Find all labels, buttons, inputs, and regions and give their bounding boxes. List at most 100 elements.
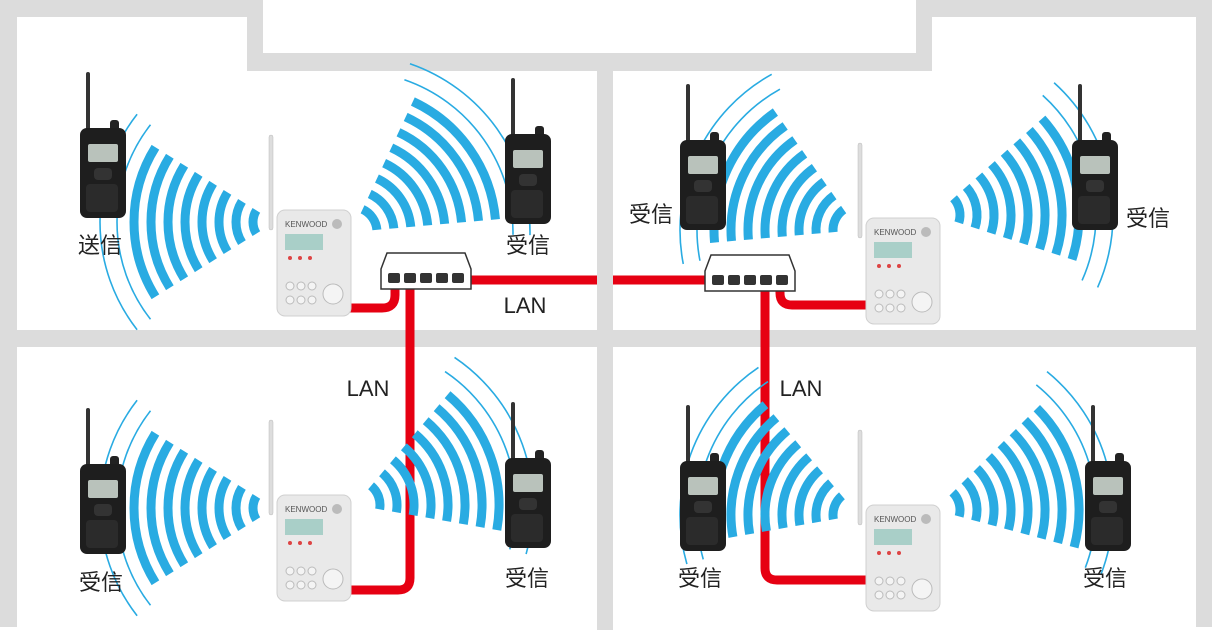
lan-cables [350,275,868,595]
radio-display [513,150,543,168]
ethernet-port [420,273,432,283]
radio-wave-arc [433,404,487,528]
repeater-main-button [322,568,344,590]
radio-antenna [1078,84,1082,144]
lan-label: LAN [347,376,390,401]
radio-wave-arc [1013,138,1050,251]
repeater-button [307,281,317,291]
lan-cable [760,282,868,585]
lan-cable [350,282,415,595]
repeater-button [874,576,884,586]
radio-display [88,144,118,162]
radio-wave-arc [411,430,453,522]
radio-wave-arc [726,122,788,242]
radio-wave-arc [378,469,402,514]
handheld-radio [505,78,551,224]
radio-wave-arc [146,439,174,577]
wall [247,53,932,71]
radio-wave-arc [743,427,791,535]
radio-speaker-grille [511,514,543,542]
radio-display [1080,156,1110,174]
radio-wave-arc [988,161,1016,240]
indicator-led [897,551,901,555]
label-receive: 受信 [629,203,673,228]
wall [916,0,932,71]
radio-wave-arc [214,189,232,255]
ethernet-port [388,273,400,283]
radio-antenna [686,405,690,465]
indicator-led [887,551,891,555]
repeater-main-button [322,283,344,305]
ethernet-port [452,273,464,283]
radio-keypad [519,174,537,186]
radio-speaker-grille [86,520,118,548]
radio-wave-arc [962,183,982,230]
repeater-button [296,281,306,291]
repeater-button [874,289,884,299]
radio-speaker-grille [511,190,543,218]
kenwood-logo: KENWOOD [285,220,327,229]
ethernet-port [728,275,740,285]
kenwood-logo: KENWOOD [874,228,916,237]
radio-antenna [686,84,690,144]
radio-wave-arc [396,128,467,223]
indicator-led [288,541,292,545]
wall [0,0,263,17]
lan-cable [775,282,868,310]
wall [1196,0,1212,627]
repeater-button [285,295,295,305]
indicator-led [298,541,302,545]
network-switch [704,254,796,292]
radio-wave-arc [374,174,416,228]
repeater-unit: KENWOOD [268,134,352,317]
radio-wave-arc [973,465,999,527]
radio-wave-arc [794,177,827,236]
label-receive: 受信 [1126,207,1170,232]
wall [916,0,1212,17]
indicator-led [897,264,901,268]
repeater-button [307,580,317,590]
radio-wave-arc [389,456,419,517]
radio-speaker-grille [1091,517,1123,545]
repeater-button [296,566,306,576]
repeater-button [285,281,295,291]
radio-wave-arc [163,448,189,568]
ethernet-port [760,275,772,285]
radio-keypad [519,498,537,510]
radio-antenna [1091,405,1095,465]
radio-speaker-grille [1078,196,1110,224]
label-transmit: 送信 [78,234,122,259]
radio-wave-arc [248,207,261,237]
radio-wave-arc [950,195,965,225]
radio-wave-arc [146,153,174,291]
radio-antenna [86,72,90,132]
repeater-button [296,295,306,305]
radio-wave-arc [422,417,470,525]
switch-body [704,254,796,292]
radio-wave-arc [949,489,965,518]
radio-keypad [1099,501,1117,513]
handheld-radio [80,408,126,554]
radio-wave-arc [1033,404,1084,549]
repeater-antenna [268,419,274,516]
kenwood-logo: KENWOOD [285,505,327,514]
radio-display [688,156,718,174]
repeater-button [307,566,317,576]
radio-wave-group [99,399,261,617]
handheld-radio [1072,84,1118,230]
radio-display [1093,477,1123,495]
radio-wave-arc [760,440,802,532]
radio-wave-arc [961,477,982,523]
ethernet-port [744,275,756,285]
radio-wave-arc [163,162,189,282]
repeater-button [885,576,895,586]
radio-display [88,480,118,498]
repeater-button [285,566,295,576]
switch-body [380,252,472,290]
radio-antenna [86,408,90,468]
indicator-led [298,256,302,260]
radio-wave-arc [116,124,152,320]
radio-wave-arc [828,492,846,521]
speaker-icon [921,514,931,524]
